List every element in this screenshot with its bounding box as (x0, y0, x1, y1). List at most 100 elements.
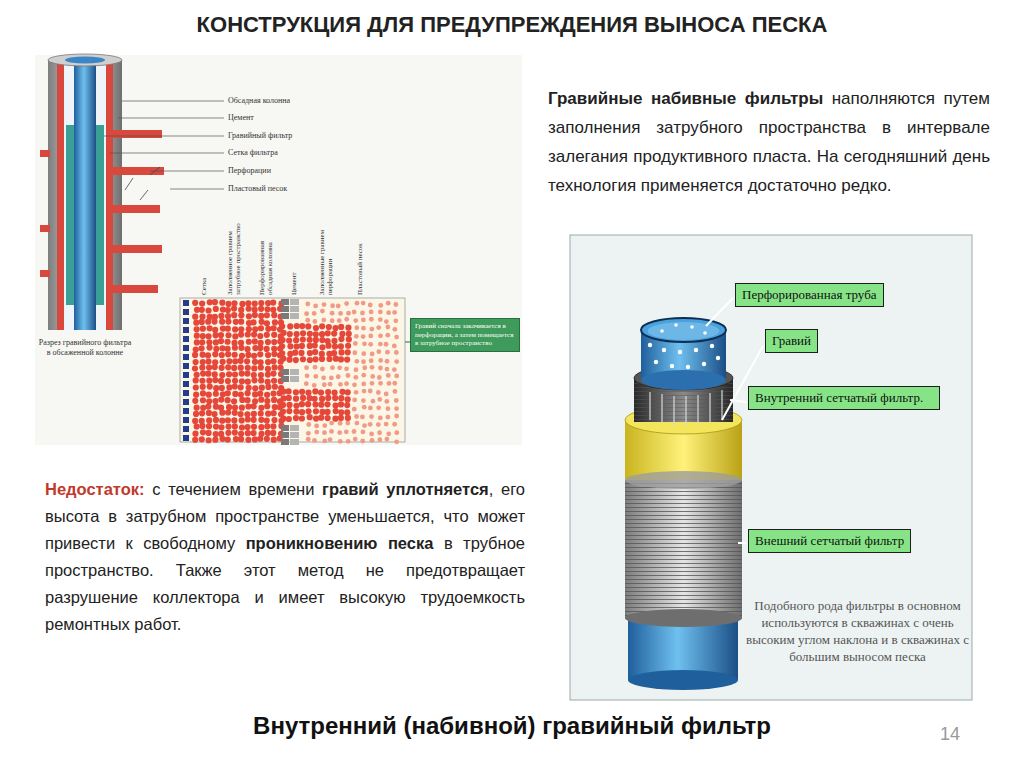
gravel-grain (193, 346, 199, 352)
node-text: Внешний сетчатый фильтр (755, 533, 904, 549)
gravel-grain (226, 371, 232, 377)
sand-grain (387, 381, 392, 386)
gravel-grain (252, 385, 258, 391)
gravel-grain (252, 359, 258, 365)
sand-grain (354, 334, 359, 339)
gravel-grain (192, 365, 198, 371)
sand-grain (378, 358, 383, 363)
gravel-grain (339, 331, 345, 337)
gravel-grain (345, 343, 351, 349)
gravel-grain (199, 319, 205, 325)
sand-grain (352, 382, 357, 387)
screen-wire (183, 336, 189, 342)
gravel-grain (251, 403, 257, 409)
sand-grain (369, 317, 374, 322)
sand-grain (306, 437, 311, 442)
gravel-grain (225, 397, 231, 403)
sand-grain (305, 318, 310, 323)
gravel-grain (219, 352, 225, 358)
gravel-grain (200, 333, 206, 339)
sand-grain (336, 304, 341, 309)
gravel-grain (332, 395, 338, 401)
sand-grain (384, 399, 389, 404)
gravel-grain (280, 337, 286, 343)
gravel-grain (205, 319, 211, 325)
gravel-grain (272, 384, 278, 390)
gravel-grain (232, 326, 238, 332)
column-label: Сетка (200, 217, 208, 295)
gravel-grain (212, 299, 218, 305)
gravel-grain (200, 384, 206, 390)
gravel-grain (271, 417, 277, 423)
screen-wire (183, 390, 189, 396)
gravel-grain (265, 352, 271, 358)
gravel-grain (345, 415, 351, 421)
sand-grain (362, 423, 367, 428)
gravel-grain (219, 418, 225, 424)
gravel-grain (271, 364, 277, 370)
gravel-grain (245, 416, 251, 422)
gravel-grain (194, 423, 200, 429)
gravel-grain (299, 323, 305, 329)
gravel-grain (232, 383, 238, 389)
sand-grain (344, 301, 349, 306)
sand-grain (354, 359, 359, 364)
gravel-grain (258, 397, 264, 403)
gravel-grain (265, 430, 271, 436)
gravel-grain (194, 333, 200, 339)
gravel-grain (205, 307, 211, 313)
sand-grain (384, 319, 389, 324)
casing-segment (281, 313, 289, 319)
gravel-grain (257, 333, 263, 339)
gravel-grain (332, 343, 338, 349)
node-text: Перфорированная труба (742, 287, 877, 303)
sand-grain (362, 389, 367, 394)
gravel-grain (211, 411, 217, 417)
gravel-grain (218, 332, 224, 338)
sand-grain (305, 301, 310, 306)
gravel-grain (213, 346, 219, 352)
sand-grain (313, 365, 318, 370)
sand-grain (322, 430, 327, 435)
gravel-grain (218, 338, 224, 344)
casing-segment (281, 306, 289, 312)
sand-grain (338, 311, 343, 316)
gravel-grain (279, 350, 285, 356)
sand-grain (369, 432, 374, 437)
bold-term: Гравийные набивные фильтры (548, 89, 823, 108)
gravel-grain (192, 300, 198, 306)
gravel-grain (307, 350, 313, 356)
screen-wire (183, 435, 189, 441)
gravel-grain (251, 411, 257, 417)
sand-grain (329, 376, 334, 381)
sand-grain (394, 335, 399, 340)
sand-grain (361, 351, 366, 356)
gravel-grain (212, 371, 218, 377)
gravel-grain (239, 405, 245, 411)
gravel-grain (192, 398, 198, 404)
gravel-grain (333, 356, 339, 362)
gravel-grain (312, 342, 318, 348)
gravel-grain (206, 378, 212, 384)
gravel-grain (239, 301, 245, 307)
sand-grain (362, 341, 367, 346)
gravel-grain (338, 409, 344, 415)
gravel-grain (257, 345, 263, 351)
gravel-grain (264, 306, 270, 312)
gravel-grain (300, 336, 306, 342)
column-label: Перфорированная обсадная колонна (258, 217, 274, 295)
screen-wire (183, 318, 189, 324)
gravel-grain (225, 332, 231, 338)
gravel-grain (319, 323, 325, 329)
sand-grain (360, 415, 365, 420)
gravel-grain (324, 415, 330, 421)
gravel-grain (246, 385, 252, 391)
gravel-grain (252, 301, 258, 307)
gravel-grain (232, 378, 238, 384)
screen-wire (183, 399, 189, 405)
gravel-grain (238, 436, 244, 442)
cement-segment (290, 439, 299, 445)
sand-grain (354, 414, 359, 419)
gravel-grain (225, 409, 231, 415)
figure-note: Подобного рода фильтры в основном исполь… (745, 597, 970, 665)
